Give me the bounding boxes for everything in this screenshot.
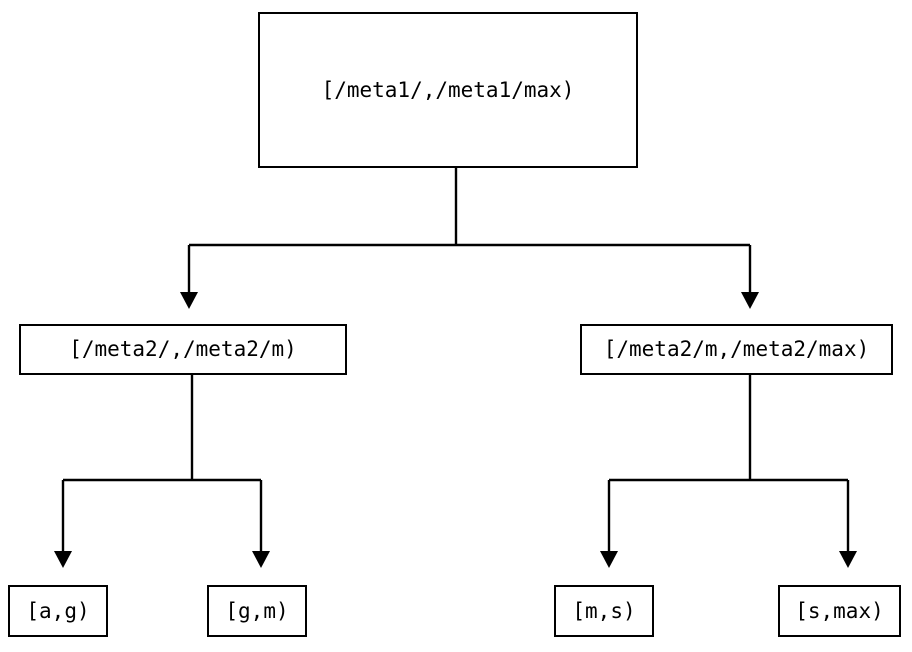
arrowhead-mid-right-to-leaf3 bbox=[600, 551, 618, 568]
node-leaf-a-g-label: [a,g) bbox=[26, 598, 90, 623]
arrowhead-mid-right-to-leaf4 bbox=[839, 551, 857, 568]
node-mid-right[interactable]: [/meta2/m,/meta2/max) bbox=[580, 324, 893, 375]
node-leaf-m-s[interactable]: [m,s) bbox=[554, 585, 654, 637]
arrowhead-mid-left-to-leaf1 bbox=[54, 551, 72, 568]
node-leaf-a-g[interactable]: [a,g) bbox=[8, 585, 108, 637]
arrowhead-mid-left-to-leaf2 bbox=[252, 551, 270, 568]
node-mid-left[interactable]: [/meta2/,/meta2/m) bbox=[19, 324, 347, 375]
node-leaf-s-max[interactable]: [s,max) bbox=[778, 585, 901, 637]
node-root-label: [/meta1/,/meta1/max) bbox=[321, 77, 575, 102]
node-mid-right-label: [/meta2/m,/meta2/max) bbox=[603, 337, 870, 361]
node-leaf-g-m[interactable]: [g,m) bbox=[207, 585, 307, 637]
node-leaf-s-max-label: [s,max) bbox=[795, 598, 884, 623]
node-mid-left-label: [/meta2/,/meta2/m) bbox=[69, 337, 297, 361]
node-leaf-m-s-label: [m,s) bbox=[572, 598, 636, 623]
arrowhead-root-to-mid-left bbox=[180, 292, 198, 309]
node-leaf-g-m-label: [g,m) bbox=[225, 598, 289, 623]
node-root[interactable]: [/meta1/,/meta1/max) bbox=[258, 12, 638, 168]
arrowhead-root-to-mid-right bbox=[741, 292, 759, 309]
